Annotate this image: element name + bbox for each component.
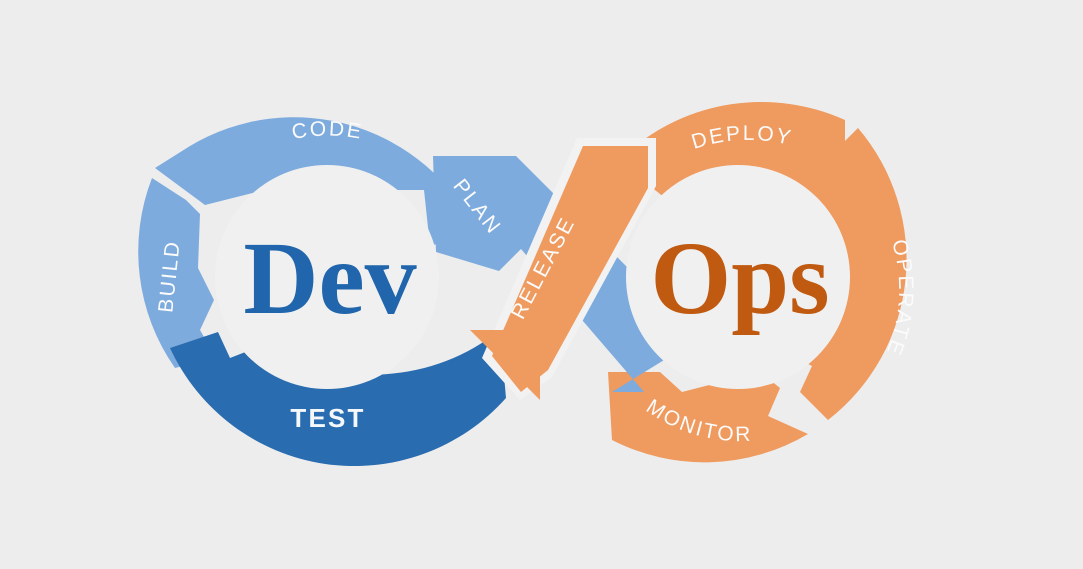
segment-monitor-shape[interactable] — [608, 372, 808, 463]
label-code: CODE — [290, 117, 365, 144]
label-test: TEST — [290, 403, 365, 433]
segment-build-shape[interactable] — [138, 178, 216, 368]
ops-word: Ops — [650, 221, 829, 336]
dev-word: Dev — [243, 221, 416, 336]
segment-test-shape[interactable] — [170, 330, 506, 467]
orange-arrow-tip — [470, 330, 540, 400]
segment-code-shape[interactable] — [155, 117, 477, 247]
dev-inner-disc — [215, 165, 439, 389]
ops-inner-disc — [626, 165, 850, 389]
